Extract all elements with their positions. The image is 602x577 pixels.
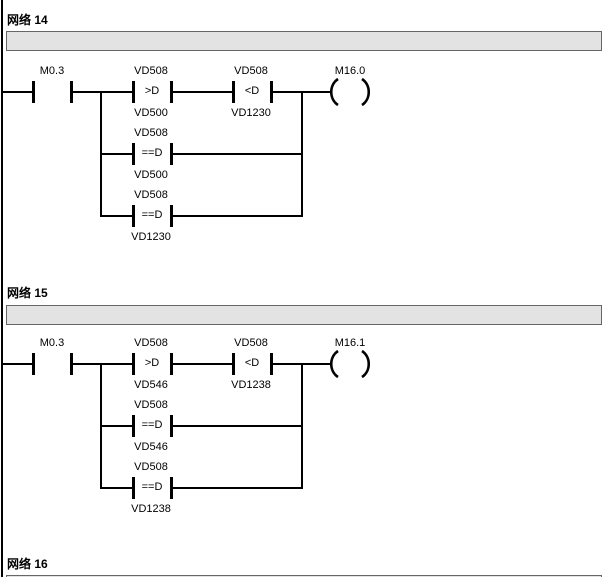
wire-horizontal [173, 425, 302, 427]
compare-bottom-operand: VD1230 [231, 107, 271, 119]
wire-vertical [301, 91, 303, 217]
contact-bar [70, 81, 73, 103]
compare-bottom-operand: VD546 [134, 379, 168, 391]
wire-vertical [301, 363, 303, 489]
compare-operator: <D [244, 85, 260, 97]
compare-bottom-operand: VD500 [134, 169, 168, 181]
compare-operator: ==D [141, 147, 163, 159]
compare-contact[interactable]: VD508 >D VD546 [120, 336, 182, 394]
compare-top-operand: VD508 [134, 461, 168, 473]
contact-bar [170, 143, 173, 165]
compare-operator: >D [144, 357, 160, 369]
contact-bar [132, 143, 135, 165]
output-coil[interactable]: M16.1 [320, 337, 380, 383]
wire-horizontal [101, 153, 133, 155]
compare-top-operand: VD508 [134, 189, 168, 201]
compare-bottom-operand: VD500 [134, 107, 168, 119]
compare-top-operand: VD508 [234, 65, 268, 77]
no-contact[interactable]: M0.3 [22, 337, 82, 377]
compare-contact[interactable]: VD508 ==D VD546 [120, 398, 182, 456]
compare-contact[interactable]: VD508 ==D VD1238 [120, 460, 182, 518]
compare-top-operand: VD508 [234, 337, 268, 349]
contact-bar [270, 353, 273, 375]
wire-horizontal [173, 91, 233, 93]
compare-bottom-operand: VD1230 [131, 231, 171, 243]
coil-label: M16.0 [334, 65, 366, 77]
wire-horizontal [3, 91, 33, 93]
contact-bar [270, 81, 273, 103]
contact-bar [32, 353, 35, 375]
compare-contact[interactable]: VD508 ==D VD1230 [120, 188, 182, 246]
output-coil[interactable]: M16.0 [320, 65, 380, 111]
compare-top-operand: VD508 [134, 127, 168, 139]
compare-bottom-operand: VD546 [134, 441, 168, 453]
wire-horizontal [173, 487, 302, 489]
wire-horizontal [3, 363, 33, 365]
compare-operator: <D [244, 357, 260, 369]
wire-horizontal [302, 363, 332, 365]
contact-bar [232, 353, 235, 375]
no-contact[interactable]: M0.3 [22, 65, 82, 105]
compare-operator: ==D [141, 481, 163, 493]
wire-horizontal [101, 487, 133, 489]
coil-label: M16.1 [334, 337, 366, 349]
compare-top-operand: VD508 [134, 65, 168, 77]
contact-bar [132, 415, 135, 437]
compare-operator: ==D [141, 419, 163, 431]
contact-bar [132, 353, 135, 375]
compare-top-operand: VD508 [134, 337, 168, 349]
compare-contact[interactable]: VD508 >D VD500 [120, 64, 182, 122]
contact-bar [170, 477, 173, 499]
coil-parentheses-icon [329, 349, 371, 379]
contact-bar [170, 415, 173, 437]
wire-horizontal [302, 91, 332, 93]
wire-horizontal [273, 363, 302, 365]
compare-contact[interactable]: VD508 <D VD1238 [220, 336, 282, 394]
contact-label: M0.3 [39, 337, 65, 349]
wire-horizontal [101, 425, 133, 427]
coil-parentheses-icon [329, 77, 371, 107]
power-rail [1, 0, 3, 577]
wire-horizontal [73, 91, 133, 93]
compare-bottom-operand: VD1238 [131, 503, 171, 515]
contact-bar [170, 353, 173, 375]
compare-operator: >D [144, 85, 160, 97]
network-title: 网络 16 [7, 557, 48, 571]
contact-bar [232, 81, 235, 103]
wire-horizontal [273, 91, 302, 93]
wire-horizontal [101, 215, 133, 217]
network-comment-bar[interactable] [6, 31, 602, 51]
compare-operator: ==D [141, 209, 163, 221]
network-title: 网络 15 [7, 286, 48, 300]
wire-horizontal [173, 215, 302, 217]
wire-horizontal [173, 153, 302, 155]
compare-contact[interactable]: VD508 ==D VD500 [120, 126, 182, 184]
contact-bar [170, 205, 173, 227]
contact-bar [170, 81, 173, 103]
contact-bar [132, 81, 135, 103]
contact-bar [32, 81, 35, 103]
contact-bar [70, 353, 73, 375]
contact-bar [132, 477, 135, 499]
contact-label: M0.3 [39, 65, 65, 77]
compare-contact[interactable]: VD508 <D VD1230 [220, 64, 282, 122]
wire-horizontal [173, 363, 233, 365]
compare-top-operand: VD508 [134, 399, 168, 411]
compare-bottom-operand: VD1238 [231, 379, 271, 391]
contact-bar [132, 205, 135, 227]
network-comment-bar[interactable] [6, 305, 602, 325]
network-title: 网络 14 [7, 13, 48, 27]
wire-horizontal [73, 363, 133, 365]
